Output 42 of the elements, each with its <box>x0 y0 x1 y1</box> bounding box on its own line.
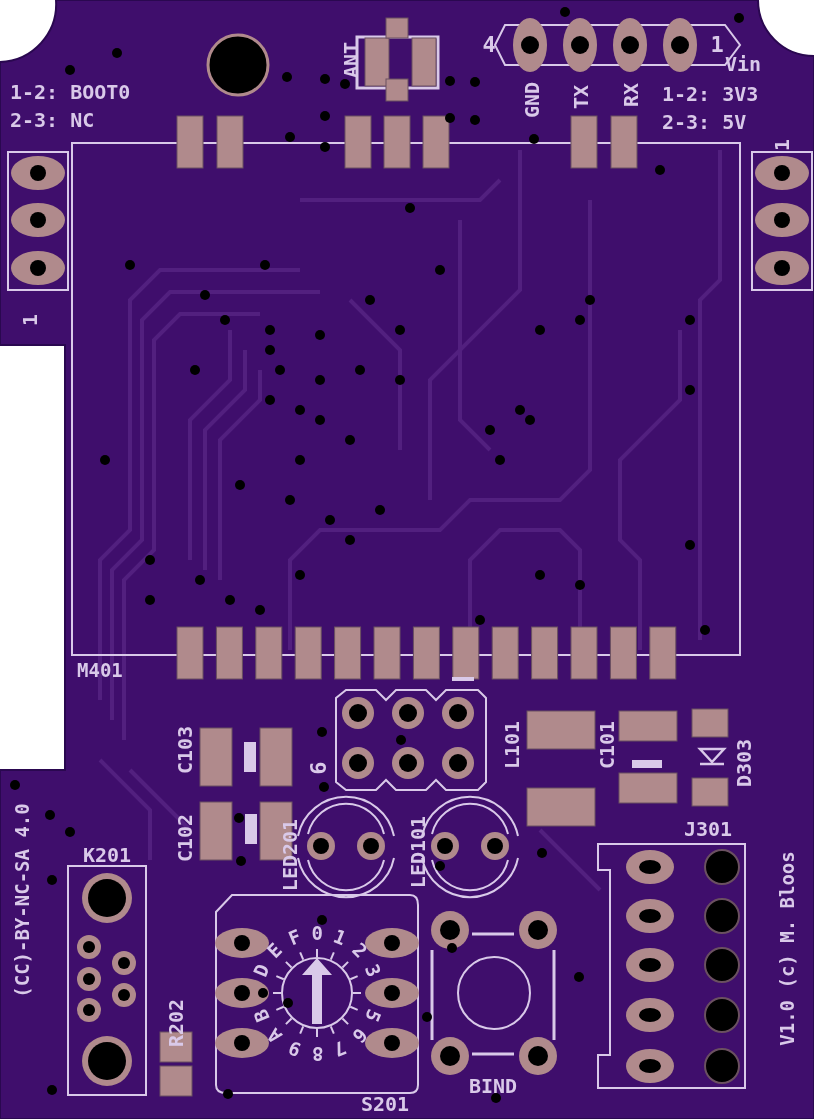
silkscreen-label: E <box>264 939 286 962</box>
silkscreen-label: J301 <box>684 819 733 839</box>
silkscreen-label: 1 <box>331 926 350 949</box>
silkscreen-label: RX <box>621 82 642 108</box>
silkscreen-label: 3 <box>361 961 384 979</box>
silkscreen-label: 4 <box>482 34 496 56</box>
silkscreen-label: M401 <box>77 660 123 680</box>
silkscreen-label: 0 <box>311 923 323 943</box>
silkscreen-label: A <box>264 1024 286 1047</box>
silkscreen-label: 1 <box>710 34 724 56</box>
silkscreen-label: 1 <box>772 139 792 151</box>
silkscreen-label: 6 <box>307 761 330 775</box>
silkscreen-label: S201 <box>361 1094 410 1114</box>
silkscreen-label: 2-3: NC <box>10 110 95 130</box>
silkscreen-label: LED201 <box>280 818 301 892</box>
silkscreen-label: TX <box>571 84 592 110</box>
silkscreen-label: C101 <box>597 720 618 770</box>
silkscreen-label: K201 <box>83 845 132 865</box>
silkscreen-label: C102 <box>175 813 196 863</box>
silkscreen-label: D303 <box>734 738 755 788</box>
silkscreen-label: 6 <box>348 1024 371 1047</box>
silkscreen-label: R202 <box>166 998 187 1048</box>
silkscreen-label: Vin <box>725 54 762 74</box>
silkscreen-label: F <box>285 926 304 949</box>
silkscreen-label: 2 <box>348 939 371 962</box>
silkscreen-label: C103 <box>175 725 196 775</box>
silkscreen-label: BIND <box>469 1076 518 1096</box>
silkscreen-label: D <box>250 961 273 979</box>
silkscreen-label: 7 <box>331 1037 350 1060</box>
silkscreen-label: (CC)-BY-NC-SA 4.0 <box>12 802 32 998</box>
silkscreen-label: 1-2: 3V3 <box>662 84 759 104</box>
silkscreen-label: L101 <box>502 720 523 770</box>
silkscreen-label: 2-3: 5V <box>662 112 747 132</box>
silkscreen-label: B <box>250 1007 273 1025</box>
silkscreen-label: LED101 <box>408 815 429 889</box>
silkscreen-label: 8 <box>311 1043 323 1063</box>
silkscreen-label: 5 <box>361 1007 384 1025</box>
silkscreen-label: 1-2: BOOT0 <box>10 82 131 102</box>
silkscreen-label: 9 <box>285 1037 304 1060</box>
silkscreen-label: 1 <box>20 314 40 326</box>
silkscreen-label: GND <box>522 81 543 119</box>
silkscreen-label: V1.0 (c) M. Bloos <box>777 850 797 1046</box>
